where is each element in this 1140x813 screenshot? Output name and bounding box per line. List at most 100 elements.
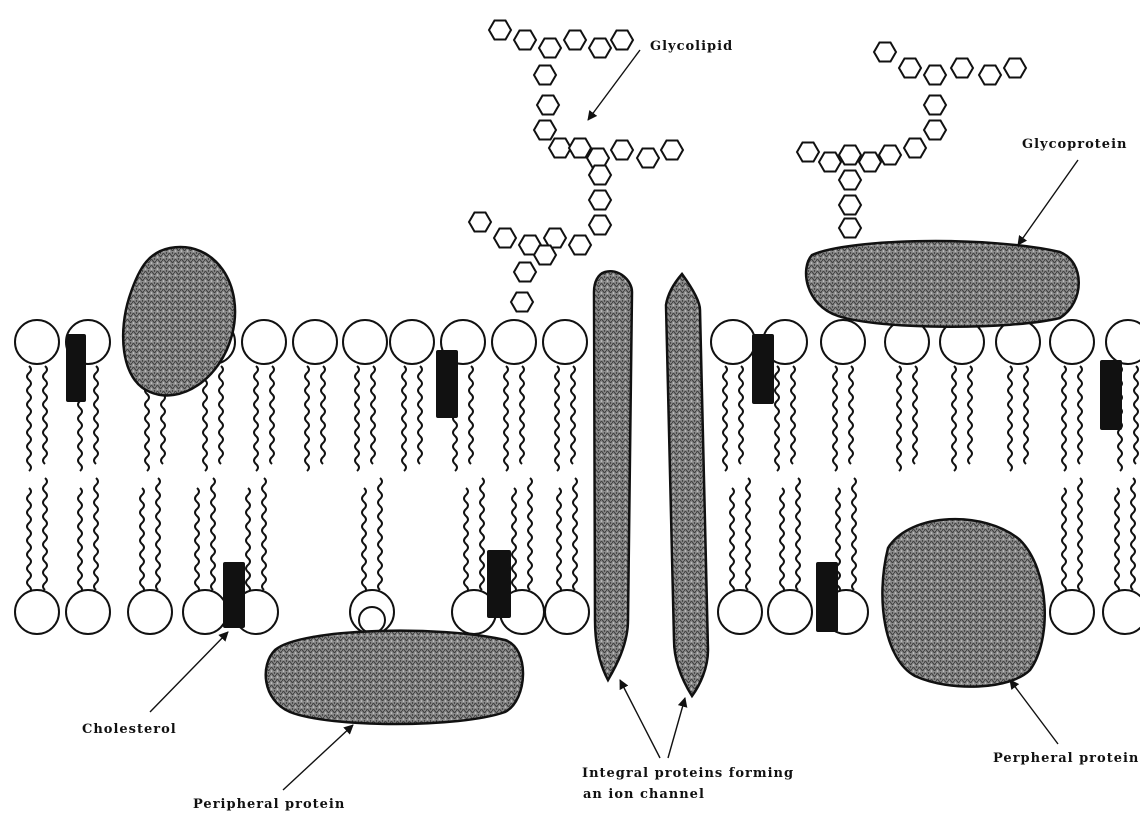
peripheral-protein-bottom-arrow <box>283 725 353 790</box>
lipid-tail <box>27 366 31 471</box>
lipid-tail <box>355 366 359 471</box>
phospholipid-head <box>183 590 227 634</box>
lipid-tail <box>852 478 856 590</box>
lipid-tail <box>833 366 837 471</box>
lipid-tail <box>1134 366 1138 464</box>
lipid-tail <box>557 488 561 593</box>
glycolipid-sugar-hex <box>534 66 556 85</box>
phospholipid-head <box>293 320 337 364</box>
glycolipid-sugar-hex <box>564 31 586 50</box>
glycolipid-sugar-hex <box>514 263 536 282</box>
lipid-tail <box>1078 366 1082 464</box>
lipid-tail <box>371 366 375 464</box>
cholesterol-bar <box>66 334 86 402</box>
lipid-tail <box>140 488 144 593</box>
glycoprotein-sugar-hex <box>924 96 946 115</box>
glycoprotein-sugar-hex <box>924 66 946 85</box>
perpheral-protein-right-label: Perpheral protein <box>993 751 1139 766</box>
phospholipid-head <box>543 320 587 364</box>
glycolipid-sugar-hex <box>589 216 611 235</box>
glycolipid-sugar-hex <box>569 139 591 158</box>
cholesterol-bar <box>223 562 245 628</box>
peripheral-protein-bottom-label: Peripheral protein <box>193 797 345 812</box>
glycoprotein-sugar-hex <box>1004 59 1026 78</box>
lipid-tail <box>571 366 575 464</box>
lipid-tail <box>791 366 795 464</box>
glycolipid-sugar-hex <box>637 149 659 168</box>
lipid-tail <box>1062 488 1066 593</box>
glycolipid-sugar-hex <box>494 229 516 248</box>
glycolipid-sugar-hex <box>589 166 611 185</box>
lipid-tail <box>305 366 309 471</box>
cholesterol-bar <box>816 562 838 632</box>
glycolipid-sugar-hex <box>589 39 611 58</box>
integral-protein-right <box>666 274 708 696</box>
peripheral-protein-bottom <box>266 631 523 724</box>
phospholipid-head <box>15 590 59 634</box>
glycoprotein-sugar-hex <box>904 139 926 158</box>
glycoprotein-sugar-hex <box>839 146 861 165</box>
glycolipid-sugar-hex <box>661 141 683 160</box>
glycoprotein-sugar-hex <box>874 43 896 62</box>
lipid-tail <box>796 478 800 590</box>
glycolipid-sugar-hex <box>534 121 556 140</box>
glycolipid-sugar-hex <box>489 21 511 40</box>
lipid-tail <box>723 366 727 471</box>
lipid-tail <box>1008 366 1012 471</box>
lipid-tail <box>1131 478 1135 590</box>
lipid-tail <box>211 478 215 590</box>
lipid-tail <box>746 478 750 590</box>
integral-proteins-arrow-left <box>620 680 660 758</box>
phospholipid-head <box>242 320 286 364</box>
lipid-tail <box>78 488 82 593</box>
cholesterol-arrow <box>150 632 228 712</box>
cholesterol-label: Cholesterol <box>82 722 177 737</box>
phospholipid-head <box>711 320 755 364</box>
lipid-tail <box>897 366 901 471</box>
phospholipid-head-small <box>359 607 385 633</box>
glycolipid-sugar-hex <box>469 213 491 232</box>
phospholipid-head <box>128 590 172 634</box>
integral-proteins-label-line2: an ion channel <box>583 787 705 802</box>
integral-protein-left <box>594 271 632 680</box>
glycoprotein-sugar-hex <box>839 196 861 215</box>
lipid-tail <box>195 488 199 593</box>
glycolipid-arrow <box>588 50 640 120</box>
glycoprotein-sugar-hex <box>819 153 841 172</box>
phospholipid-head <box>1103 590 1140 634</box>
phospholipid-head <box>492 320 536 364</box>
phospholipid-head <box>66 590 110 634</box>
glycoprotein-sugar-hex <box>879 146 901 165</box>
glycolipid-sugar-hex <box>511 293 533 312</box>
glycolipid-sugar-hex <box>537 96 559 115</box>
lipid-tail <box>469 366 473 464</box>
integral-proteins-arrow-right <box>668 698 685 758</box>
glycoprotein-body <box>806 241 1079 327</box>
lipid-tail <box>262 478 266 590</box>
lipid-tail <box>1024 366 1028 464</box>
lipid-tail <box>1115 488 1119 593</box>
phospholipid-head <box>718 590 762 634</box>
glycolipid-sugar-hex <box>534 246 556 265</box>
lipid-tail <box>219 366 223 464</box>
lipid-tail <box>27 488 31 593</box>
lipid-tail <box>555 366 559 471</box>
lipid-tail <box>43 366 47 464</box>
glycolipid-sugar-hex <box>611 31 633 50</box>
glycoprotein-sugar-hex <box>797 143 819 162</box>
lipid-tail <box>520 366 524 464</box>
phospholipid-head <box>768 590 812 634</box>
lipid-tail <box>775 366 779 471</box>
cholesterol-bar <box>487 550 511 618</box>
lipid-tail <box>780 488 784 593</box>
phospholipid-head <box>1106 320 1140 364</box>
lipid-tail <box>402 366 406 471</box>
lipid-tail <box>43 478 47 590</box>
phospholipid-head <box>821 320 865 364</box>
glycoprotein-sugar-hex <box>899 59 921 78</box>
integral-proteins-label-line1: Integral proteins forming <box>582 766 794 781</box>
lipid-tail <box>94 366 98 464</box>
lipid-tail <box>480 478 484 590</box>
